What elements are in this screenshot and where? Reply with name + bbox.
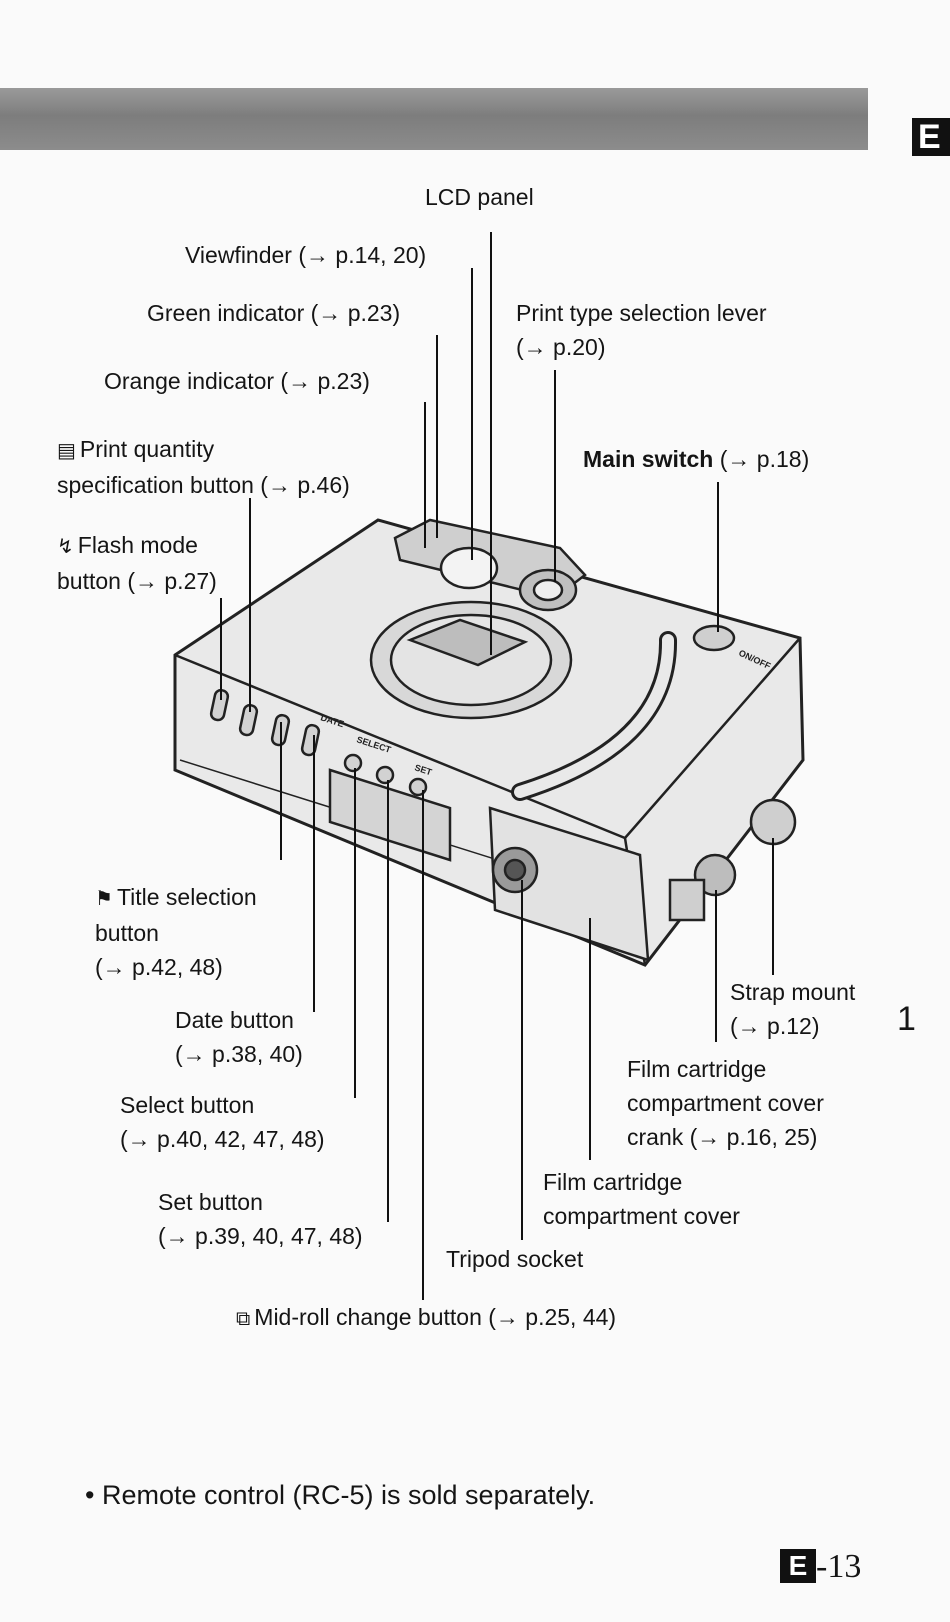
lcd-window [406, 618, 529, 667]
label-film-cover: Film cartridge compartment cover [543, 1165, 740, 1233]
mid-roll-icon: ⧉ [236, 1308, 251, 1330]
label-print-quantity: ▤Print quantity specification button (→ … [57, 432, 350, 502]
label-line: Set button [158, 1189, 263, 1215]
title-flag-icon: ⚑ [95, 888, 113, 910]
label-date-button: Date button (→ p.38, 40) [175, 1003, 303, 1071]
label-lcd-panel: LCD panel [425, 184, 534, 210]
leader-lines [220, 232, 774, 1300]
select-button-shape [343, 753, 363, 773]
label-line: compartment cover [543, 1203, 740, 1229]
front-window [328, 768, 452, 862]
print-quantity-button [238, 703, 259, 737]
label-line: compartment cover [627, 1090, 824, 1116]
label-line: Film cartridge [543, 1169, 683, 1195]
label-line: Date button [175, 1007, 294, 1033]
viewfinder-eyepiece [439, 546, 499, 590]
label-line: ⚑Title selection [95, 880, 257, 916]
page-number: E-13 [780, 1548, 861, 1586]
label-line: (→ p.42, 48) [95, 954, 223, 980]
label-line: Select button [120, 1092, 255, 1118]
page-number-text: -13 [816, 1548, 862, 1585]
label-text: Print quantity [79, 436, 215, 462]
label-line: Print type selection lever [516, 300, 767, 326]
label-line: specification button (→ p.46) [57, 472, 350, 498]
label-print-type-lever: Print type selection lever (→ p.20) [516, 296, 767, 364]
label-text-bold: Main switch [583, 446, 714, 472]
label-line: (→ p.40, 42, 47, 48) [120, 1126, 325, 1152]
label-title-selection: ⚑Title selection button (→ p.42, 48) [95, 880, 257, 984]
language-tab: E [912, 118, 950, 156]
label-strap-mount: Strap mount (→ p.12) [730, 975, 855, 1043]
print-quantity-icon: ▤ [57, 440, 76, 462]
label-line: (→ p.38, 40) [175, 1041, 303, 1067]
label-line: (→ p.39, 40, 47, 48) [158, 1223, 363, 1249]
label-line: button [95, 920, 159, 946]
label-mid-roll: ⧉Mid-roll change button (→ p.25, 44) [236, 1300, 616, 1336]
label-tripod-socket: Tripod socket [446, 1246, 584, 1272]
label-main-switch: Main switch (→ p.18) [583, 442, 809, 476]
label-viewfinder: Viewfinder (→ p.14, 20) [185, 242, 427, 268]
label-set-button: Set button (→ p.39, 40, 47, 48) [158, 1185, 363, 1253]
page-prefix-badge: E [780, 1549, 816, 1583]
camera-body [173, 518, 805, 967]
label-orange-indicator: Orange indicator (→ p.23) [104, 368, 370, 394]
label-line: crank (→ p.16, 25) [627, 1124, 818, 1150]
set-button-shape [375, 765, 395, 785]
label-line: (→ p.20) [516, 334, 606, 360]
label-line: button (→ p.27) [57, 568, 217, 594]
label-line: ↯Flash mode [57, 528, 217, 564]
chapter-number: 1 [897, 1000, 916, 1038]
label-film-crank: Film cartridge compartment cover crank (… [627, 1052, 824, 1154]
label-line: ▤Print quantity [57, 432, 350, 468]
flash-button [209, 688, 230, 722]
label-flash-mode: ↯Flash mode button (→ p.27) [57, 528, 217, 598]
main-switch [692, 624, 736, 652]
label-select-button: Select button (→ p.40, 42, 47, 48) [120, 1088, 325, 1156]
strap-mount-shape [749, 798, 797, 846]
label-line: (→ p.12) [730, 1013, 820, 1039]
label-text: Flash mode [77, 532, 198, 558]
label-line: Film cartridge [627, 1056, 767, 1082]
flash-icon: ↯ [57, 536, 74, 558]
label-text: Title selection [116, 884, 257, 910]
label-text: Mid-roll change button (→ p.25, 44) [254, 1304, 617, 1330]
footnote: • Remote control (RC-5) is sold separate… [85, 1480, 596, 1510]
label-green-indicator: Green indicator (→ p.23) [147, 300, 401, 326]
header-bar [0, 88, 868, 150]
label-line: Strap mount [730, 979, 856, 1005]
label-text: (→ p.18) [713, 446, 810, 472]
